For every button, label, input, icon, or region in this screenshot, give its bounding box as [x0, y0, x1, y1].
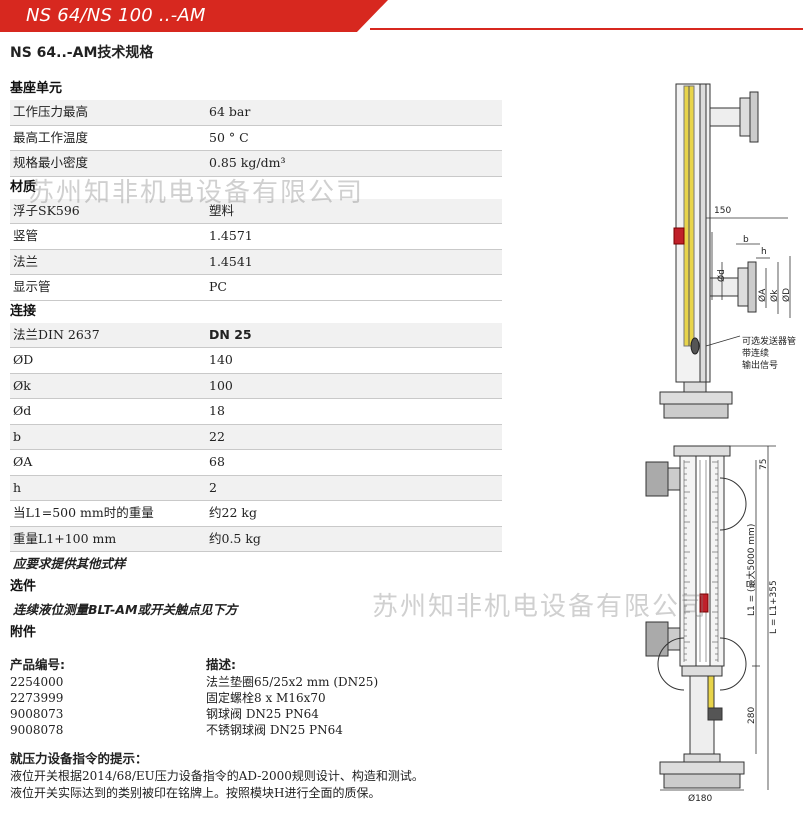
spec-row: 当L1=500 mm时的重量约22 kg — [10, 501, 502, 527]
spec-title: NS 64..-AM技术规格 — [10, 45, 154, 61]
dim-b: b — [743, 235, 749, 245]
header-band — [0, 0, 388, 32]
dim-h: h — [761, 247, 767, 257]
dim-L1: L1 = (最大5000 mm) — [745, 524, 757, 616]
dim-k: Øk — [769, 289, 780, 302]
front-view-dimensions — [660, 445, 776, 791]
options-text: 连续液位测量BLT-AM或开关触点见下方 — [13, 602, 238, 617]
dim-75: 75 — [759, 459, 769, 470]
dim-L: L = L1+355 — [769, 580, 779, 634]
note-other-designs: 应要求提供其他式样 — [13, 556, 126, 571]
dim-d: Ød — [716, 269, 727, 282]
options-title: 选件 — [10, 579, 37, 594]
watermark: 苏州知非机电设备有限公司 — [28, 178, 365, 208]
hint-line: 液位开关实际达到的类别被印在铭牌上。按照模块H进行全面的质保。 — [10, 786, 381, 800]
dim-180: Ø180 — [688, 793, 713, 804]
callout-line: 带连续 — [742, 347, 769, 359]
pressure-directive-hint: 就压力设备指令的提示： 液位开关根据2014/68/EU压力设备指令的AD-20… — [10, 750, 510, 802]
section-title-connection: 连接 — [10, 303, 37, 319]
hint-title: 就压力设备指令的提示： — [10, 751, 148, 766]
side-view-dimensions — [705, 217, 791, 347]
watermark: 苏州知非机电设备有限公司 — [372, 592, 709, 622]
dim-150: 150 — [714, 206, 731, 216]
dim-D: ØD — [781, 288, 792, 302]
hint-line: 液位开关根据2014/68/EU压力设备指令的AD-2000规则设计、构造和测试… — [10, 769, 424, 783]
side-view-drawing — [659, 83, 759, 419]
front-view-drawing — [645, 445, 747, 789]
front-view-scale — [683, 460, 719, 662]
callout-line: 可选发送器管 — [742, 335, 796, 347]
section-title-base: 基座单元 — [10, 81, 63, 96]
product-title: NS 64/NS 100 ..-AM — [26, 5, 206, 26]
page-header: NS 64/NS 100 ..-AM — [0, 0, 803, 32]
accessories-title: 附件 — [10, 625, 37, 640]
accessories-header: 产品编号: 描述: — [10, 657, 236, 672]
dim-280: 280 — [747, 707, 757, 724]
dim-A: ØA — [757, 288, 768, 302]
header-rule — [370, 28, 803, 30]
section-title-material: 材质 — [10, 179, 37, 195]
callout-line: 输出信号 — [742, 359, 778, 371]
